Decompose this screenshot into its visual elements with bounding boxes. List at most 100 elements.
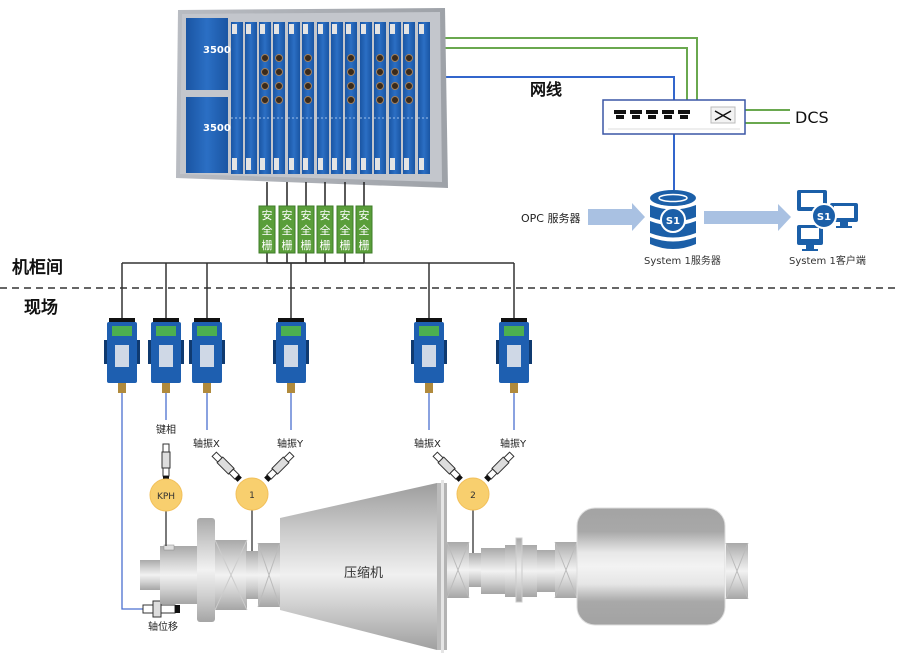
bently-3500-rack bbox=[176, 8, 448, 188]
bearing-1: 1 bbox=[235, 477, 269, 511]
safety-barrier: 安全栅 bbox=[355, 205, 373, 254]
server-client-arrow-head bbox=[778, 204, 791, 231]
barrier-label-char: 栅 bbox=[340, 238, 351, 252]
dcs-cables bbox=[745, 109, 790, 124]
barrier-label-char: 栅 bbox=[262, 238, 273, 252]
svg-text:KPH: KPH bbox=[157, 492, 175, 502]
safety-barrier: 安全栅 bbox=[297, 205, 315, 254]
system1-server-label: System 1服务器 bbox=[644, 254, 721, 267]
power-supply-module-1 bbox=[186, 18, 228, 90]
motor bbox=[576, 507, 726, 626]
svg-text:1: 1 bbox=[249, 491, 255, 501]
proximitor bbox=[273, 318, 309, 393]
probe-y1 bbox=[264, 451, 295, 482]
system1-client-icon: S1 bbox=[797, 190, 858, 251]
server-client-arrow-shaft bbox=[704, 211, 778, 224]
shaft-vibration-x1-label: 轴振X bbox=[193, 437, 220, 450]
rack-slot-module bbox=[288, 22, 300, 174]
bearing-kph: KPH bbox=[149, 478, 183, 512]
barrier-label-char: 安 bbox=[282, 208, 293, 222]
s1-badge-client: S1 bbox=[817, 212, 831, 223]
network-cable-label: 网线 bbox=[530, 80, 562, 99]
rack-slot-module bbox=[389, 22, 401, 174]
safety-barrier: 安全栅 bbox=[336, 205, 354, 254]
rack-slot-module bbox=[403, 22, 415, 174]
switch-port-icon bbox=[646, 110, 658, 114]
s1-badge-server: S1 bbox=[666, 216, 680, 227]
compressor-label: 压缩机 bbox=[344, 565, 383, 581]
rack-slot-module bbox=[259, 22, 271, 174]
switch-port-icon bbox=[630, 110, 642, 114]
field-label: 现场 bbox=[24, 298, 58, 318]
rack-slot-module bbox=[273, 22, 285, 174]
keyphasor-label: 键相 bbox=[156, 423, 176, 436]
probe-y2 bbox=[484, 451, 515, 482]
barrier-label-char: 安 bbox=[340, 208, 351, 222]
barrier-label-char: 栅 bbox=[320, 238, 331, 252]
proximitor bbox=[189, 318, 225, 393]
safety-barrier: 安全栅 bbox=[278, 205, 296, 254]
barrier-label-char: 安 bbox=[262, 208, 273, 222]
rack-slot-module bbox=[345, 22, 357, 174]
barrier-label-char: 全 bbox=[320, 223, 331, 237]
barrier-label-char: 栅 bbox=[359, 238, 370, 252]
barrier-label-char: 全 bbox=[282, 223, 293, 237]
compressor-casing bbox=[280, 483, 437, 650]
bearing-2: 2 bbox=[456, 477, 490, 511]
proximitor bbox=[411, 318, 447, 393]
axial-displacement-label: 轴位移 bbox=[148, 620, 178, 633]
switch-port-icon bbox=[614, 110, 626, 114]
thrust-bearing-housing bbox=[160, 546, 198, 604]
compressor-train bbox=[140, 480, 749, 653]
rack-modules bbox=[186, 18, 430, 174]
barrier-label-char: 安 bbox=[301, 208, 312, 222]
cabinet-room-label: 机柜间 bbox=[12, 257, 63, 278]
switch-shuffle-icon bbox=[714, 110, 732, 121]
blue-network-cable bbox=[445, 76, 675, 190]
safety-barrier: 安全栅 bbox=[258, 205, 276, 254]
proximitors bbox=[104, 318, 532, 393]
barrier-label-char: 全 bbox=[340, 223, 351, 237]
rack-slot-module bbox=[231, 22, 243, 174]
barrier-label-char: 栅 bbox=[282, 238, 293, 252]
rack-slot-module bbox=[331, 22, 343, 174]
shaft-vibration-x2-label: 轴振X bbox=[414, 437, 441, 450]
shaft-end bbox=[140, 560, 162, 590]
switch-port-icon bbox=[678, 110, 690, 114]
proximitor bbox=[104, 318, 140, 393]
opc-arrow bbox=[588, 203, 645, 231]
proximitor bbox=[148, 318, 184, 393]
rack-model-label: 3500 bbox=[203, 45, 231, 56]
safety-barrier: 安全栅 bbox=[316, 205, 334, 254]
rack-slot-module bbox=[374, 22, 386, 174]
rack-model-label-2: 3500 bbox=[203, 123, 231, 134]
barrier-label-char: 全 bbox=[262, 223, 273, 237]
barrier-label-char: 栅 bbox=[301, 238, 312, 252]
dcs-label: DCS bbox=[795, 108, 829, 127]
rack-slot-module bbox=[317, 22, 329, 174]
barrier-label-char: 全 bbox=[359, 223, 370, 237]
probe-x1 bbox=[211, 451, 242, 482]
svg-text:2: 2 bbox=[470, 491, 476, 501]
proximity-probes bbox=[142, 443, 515, 618]
bearing-stems bbox=[165, 508, 474, 553]
green-cable-1 bbox=[445, 37, 698, 100]
system1-client-label: System 1客户端 bbox=[789, 254, 866, 267]
probe-x2 bbox=[432, 451, 463, 482]
barrier-label-char: 安 bbox=[320, 208, 331, 222]
power-supply-module-2 bbox=[186, 97, 228, 173]
proximitor bbox=[496, 318, 532, 393]
switch-port-icon bbox=[662, 110, 674, 114]
field-bus-wiring bbox=[121, 262, 515, 318]
opc-server-label: OPC 服务器 bbox=[521, 212, 580, 225]
network-switch bbox=[602, 99, 746, 135]
axial-displacement-probe bbox=[142, 600, 180, 618]
rack-slot-module bbox=[302, 22, 314, 174]
rack-slot-module bbox=[245, 22, 257, 174]
shaft-vibration-y2-label: 轴振Y bbox=[500, 437, 527, 450]
rack-slot-module bbox=[360, 22, 372, 174]
keyphasor-probe bbox=[161, 443, 171, 480]
barrier-label-char: 安 bbox=[359, 208, 370, 222]
rack-slot-module bbox=[418, 22, 430, 174]
